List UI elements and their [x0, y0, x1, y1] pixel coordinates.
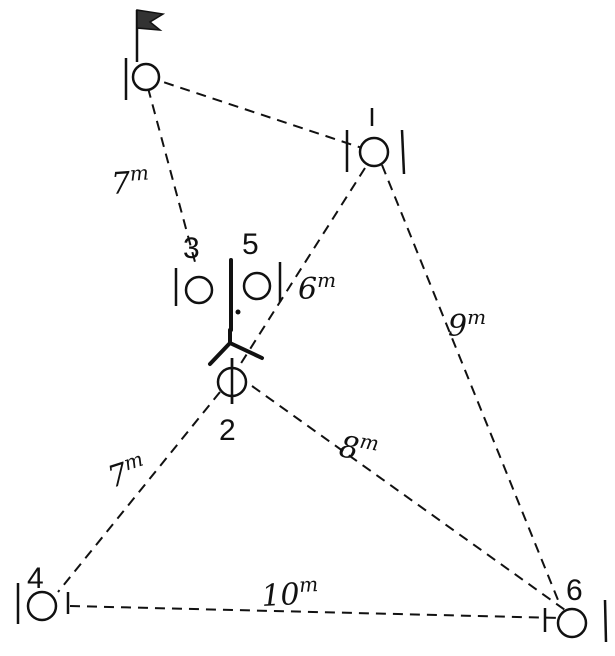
link-2-to-6 [251, 385, 566, 611]
node-4-label: 4 [27, 562, 44, 595]
center-dot [235, 309, 241, 315]
distance-label-4-6: 10m [260, 572, 319, 614]
link-flag-to-3 [147, 87, 196, 263]
distance-label-2-6: 8m [337, 425, 381, 470]
distance-label-1-2: 6m [298, 268, 336, 307]
node-5: 5 [242, 228, 282, 302]
flag-icon [135, 9, 166, 62]
distance-label-2-4: 7m [102, 447, 150, 496]
node-3-label: 3 [183, 232, 200, 265]
flag-node [124, 58, 161, 100]
node-4: 4 [16, 562, 70, 624]
distance-label-flag-3: 7m [110, 160, 151, 202]
node-6-label: 6 [566, 574, 583, 607]
link-4-to-6 [69, 605, 561, 619]
node-6: 6 [543, 574, 608, 643]
link-flag-to-1 [147, 76, 363, 149]
node-5-label: 5 [242, 228, 259, 261]
node-1 [345, 108, 406, 175]
link-1-to-6 [381, 164, 559, 601]
distance-label-1-6: 9m [448, 305, 486, 344]
node-3: 3 [174, 232, 214, 306]
link-2-to-4 [57, 391, 221, 593]
link-1-to-2 [237, 167, 366, 369]
node-2-label: 2 [219, 414, 236, 447]
node-2: 2 [208, 328, 264, 447]
